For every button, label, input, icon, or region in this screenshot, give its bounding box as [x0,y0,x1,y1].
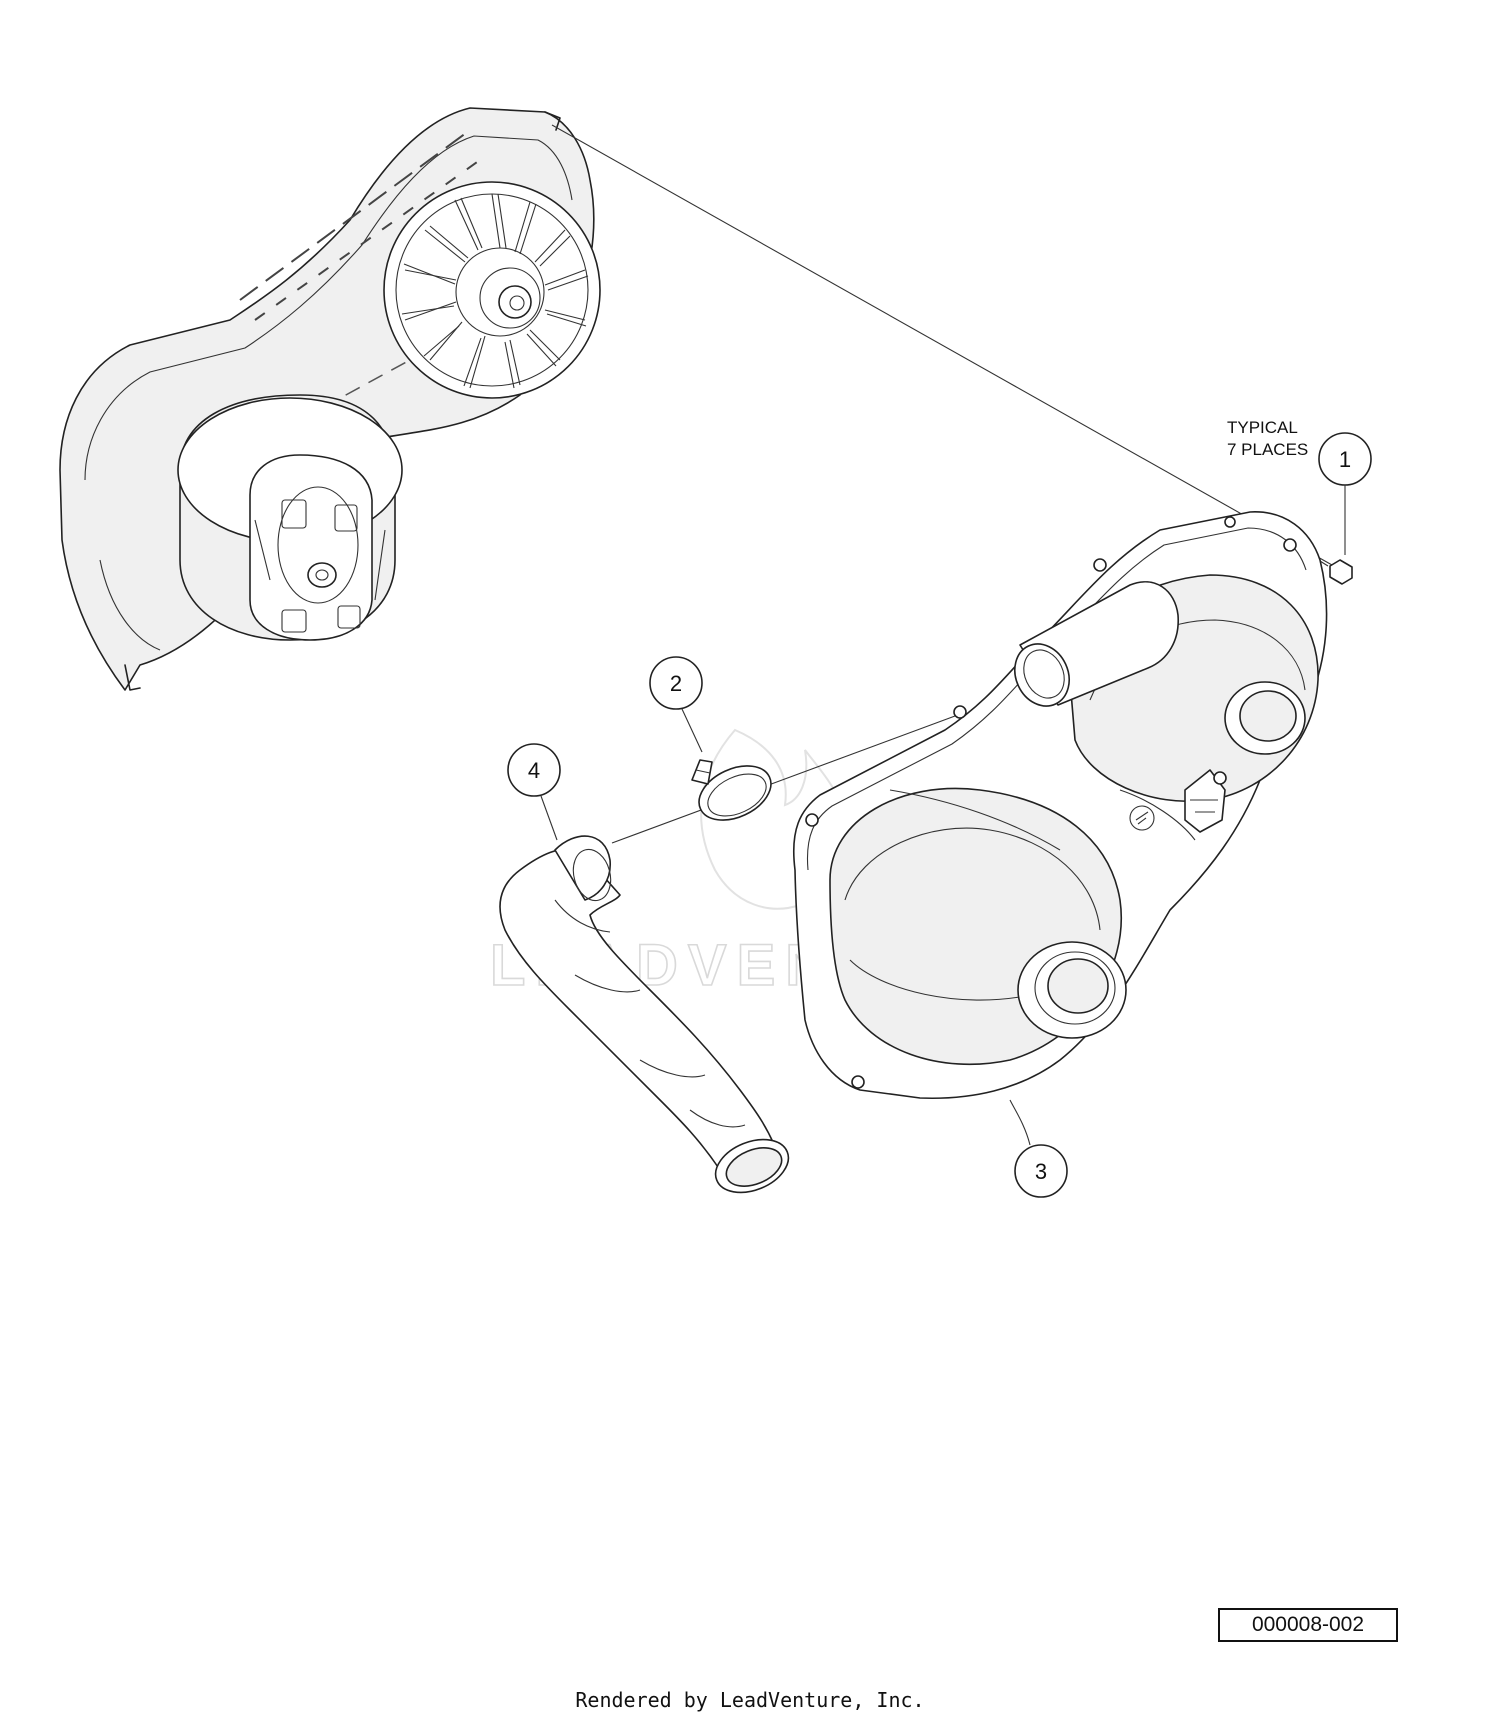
callout-1: 1 [1318,432,1372,555]
clutch-inner-cover [59,107,601,691]
callout-3-number: 3 [1035,1159,1047,1184]
clutch-outer-cover [792,511,1328,1100]
callout-2-number: 2 [670,671,682,696]
flange-bolts [805,516,1297,1089]
secondary-clutch [177,394,403,641]
footer-credit: Rendered by LeadVenture, Inc. [575,1688,925,1712]
primary-clutch [383,181,601,399]
figure-id-box: 000008-002 [1218,1608,1398,1642]
typical-note-line2: 7 PLACES [1227,440,1308,459]
callout-1-number: 1 [1339,447,1351,472]
bolt-fastener [1319,559,1353,585]
air-duct-hose [499,835,790,1194]
callout-4: 4 [507,743,561,841]
hose-clamp [691,759,772,821]
leader-fastener-to-cover [551,124,1333,566]
callout-2: 2 [649,656,703,753]
callout-4-number: 4 [528,758,540,783]
typical-note: TYPICAL 7 PLACES [1227,418,1308,459]
callout-3: 3 [1009,1099,1068,1198]
leader-hose-to-cover [611,715,956,844]
typical-note-line1: TYPICAL [1227,418,1298,437]
